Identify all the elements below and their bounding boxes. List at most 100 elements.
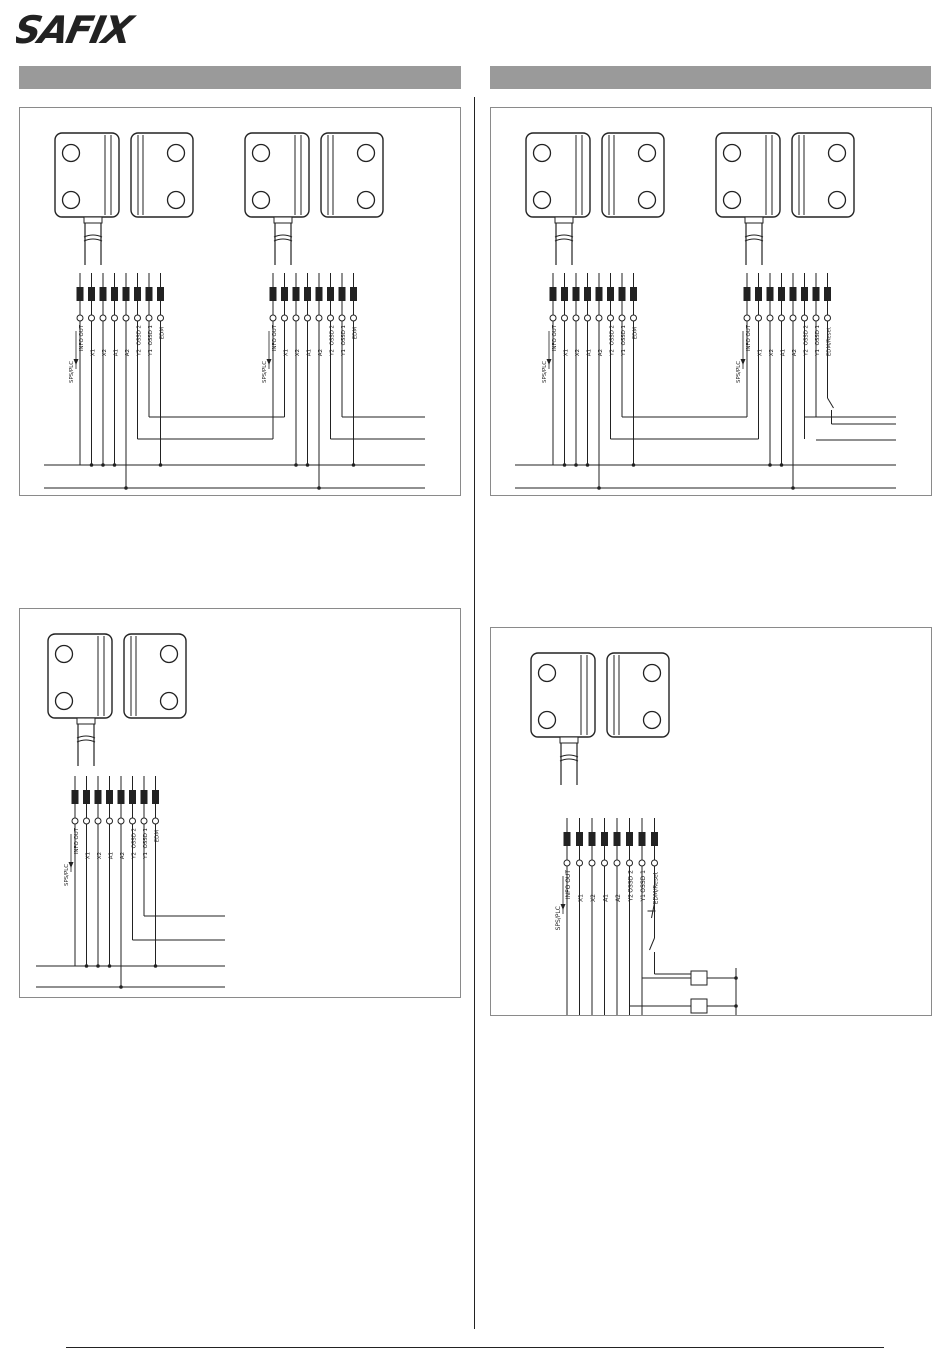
terminal-screw bbox=[129, 817, 136, 825]
label-ossd2: OSSD 2 bbox=[330, 325, 336, 345]
mounting-hole bbox=[159, 644, 179, 664]
terminal-connector bbox=[76, 287, 84, 301]
info-arrow-head bbox=[68, 862, 74, 868]
mounting-hole bbox=[532, 190, 552, 210]
label-x2: X2 bbox=[769, 349, 775, 356]
label-edm: EDM bbox=[155, 830, 161, 843]
cable-ring bbox=[559, 758, 579, 762]
section-bar-left bbox=[19, 66, 461, 89]
logo-text: SAFIX bbox=[16, 8, 139, 51]
terminal-connector bbox=[269, 287, 277, 301]
cable-ring bbox=[83, 234, 103, 238]
label-info-out: INFO OUT bbox=[272, 324, 278, 351]
label-x2: X2 bbox=[102, 349, 108, 356]
terminal-connector bbox=[584, 287, 591, 301]
label-a1: A1 bbox=[114, 349, 120, 356]
label-x2: X2 bbox=[295, 349, 301, 356]
mounting-hole bbox=[166, 143, 186, 163]
terminal-connector bbox=[327, 287, 334, 301]
terminal-connector bbox=[766, 287, 774, 301]
terminal-screw bbox=[755, 314, 762, 322]
terminal-connector bbox=[304, 287, 311, 301]
label-y1: Y1 bbox=[148, 349, 154, 357]
sensor-body bbox=[244, 132, 310, 218]
label-sps-plc: SPS/PLC bbox=[64, 864, 70, 886]
label-ossd2: OSSD 2 bbox=[628, 870, 635, 893]
terminal-screw bbox=[134, 314, 141, 322]
junction-dot bbox=[84, 964, 89, 968]
terminal-screw bbox=[88, 314, 95, 322]
label-a2: A2 bbox=[318, 349, 324, 356]
junction-dot bbox=[101, 463, 105, 467]
cable-ring bbox=[554, 238, 574, 242]
cable-ring bbox=[559, 754, 579, 758]
label-y1: Y1 bbox=[640, 894, 647, 903]
label-edm: EDM bbox=[160, 327, 166, 340]
mounting-hole bbox=[642, 710, 662, 730]
junction-dot bbox=[119, 985, 123, 989]
terminal-screw bbox=[111, 314, 118, 322]
terminal-connector bbox=[812, 287, 820, 301]
terminal-connector bbox=[626, 832, 633, 846]
mounting-hole bbox=[537, 663, 557, 683]
terminal-screw bbox=[76, 314, 84, 322]
section-bar-right bbox=[490, 66, 931, 89]
cable bbox=[77, 724, 95, 766]
terminal-connector bbox=[576, 832, 583, 846]
label-x1: X1 bbox=[758, 349, 764, 356]
terminal-connector bbox=[157, 287, 164, 301]
terminal-screw bbox=[801, 314, 808, 322]
junction-dot bbox=[112, 463, 117, 467]
junction-dot bbox=[734, 976, 738, 980]
terminal-connector bbox=[140, 790, 148, 804]
label-ossd2: OSSD 2 bbox=[137, 325, 143, 345]
terminal-connector bbox=[595, 287, 603, 301]
mounting-hole bbox=[54, 691, 74, 711]
cable-ring bbox=[744, 234, 764, 238]
terminal-connector bbox=[651, 832, 658, 846]
terminal-connector bbox=[99, 287, 107, 301]
terminal-connector bbox=[292, 287, 300, 301]
label-ossd1: OSSD 1 bbox=[143, 828, 149, 848]
mounting-hole bbox=[356, 143, 376, 163]
cable-gland bbox=[76, 717, 96, 725]
mounting-hole bbox=[356, 190, 376, 210]
label-ossd1: OSSD 1 bbox=[148, 325, 154, 345]
terminal-connector bbox=[613, 832, 621, 846]
terminal-connector bbox=[789, 287, 797, 301]
sensor-body bbox=[530, 652, 596, 738]
sensor-body bbox=[54, 132, 120, 218]
mounting-hole bbox=[166, 190, 186, 210]
label-y2: Y2 bbox=[137, 349, 143, 357]
terminal-connector bbox=[134, 287, 141, 301]
junction-dot bbox=[124, 486, 128, 490]
terminal-connector bbox=[94, 790, 102, 804]
label-y1: Y1 bbox=[341, 349, 347, 357]
label-sps-plc: SPS/PLC bbox=[542, 361, 548, 383]
junction-dot bbox=[294, 463, 298, 467]
label-x1: X1 bbox=[564, 349, 570, 356]
terminal-connector bbox=[145, 287, 153, 301]
label-x2: X2 bbox=[97, 852, 103, 859]
terminal-screw bbox=[789, 314, 797, 322]
cable-ring bbox=[554, 234, 574, 238]
terminal-screw bbox=[576, 859, 583, 867]
mounting-hole bbox=[159, 691, 179, 711]
label-info-out: INFO OUT bbox=[74, 827, 80, 854]
mounting-hole bbox=[722, 143, 742, 163]
label-info-out: INFO OUT bbox=[79, 324, 85, 351]
terminal-connector bbox=[152, 790, 159, 804]
label-a2: A2 bbox=[792, 349, 798, 356]
sensor-body bbox=[525, 132, 591, 218]
label-y2: Y2 bbox=[628, 894, 635, 903]
junction-dot bbox=[89, 463, 94, 467]
label-sps-plc: SPS/PLC bbox=[69, 361, 75, 383]
label-x2: X2 bbox=[590, 894, 597, 902]
mounting-hole bbox=[637, 190, 657, 210]
terminal-screw bbox=[94, 817, 102, 825]
junction-dot bbox=[631, 463, 636, 467]
cable-gland bbox=[744, 216, 764, 224]
column-divider bbox=[474, 97, 475, 1329]
